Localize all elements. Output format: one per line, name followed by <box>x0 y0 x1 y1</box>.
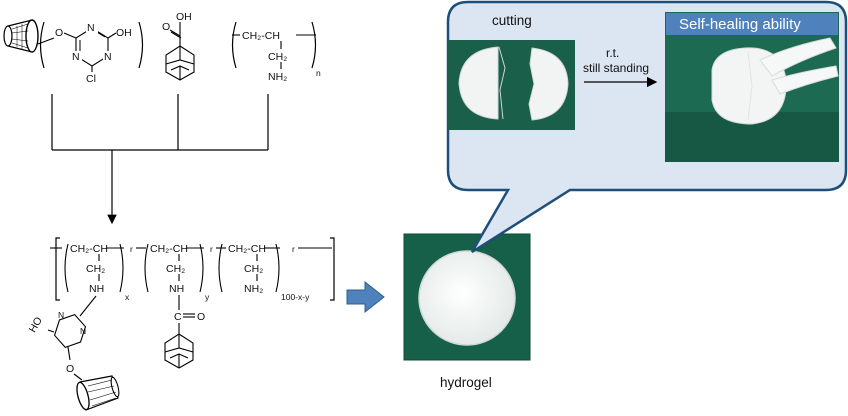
triazine-oh: OH <box>116 27 132 39</box>
pendant-ho: HO <box>27 315 45 335</box>
unit-z-r: r <box>292 244 295 254</box>
unit-y-sub: y <box>205 292 210 302</box>
unit-z-nh2: NH₂ <box>244 283 263 295</box>
arrow-bottom-label: still standing <box>583 61 649 75</box>
unit-y-ch2: CH₂ <box>166 263 185 275</box>
product-unit-free-amine: CH₂-CH CH₂ NH₂ 100-x-y r <box>218 243 332 302</box>
hydrogel-photo <box>403 233 531 361</box>
cyclodextrin-icon <box>76 375 120 411</box>
triazine-cl: Cl <box>86 73 96 85</box>
unit-x-ch2ch: CH₂-CH <box>70 243 108 255</box>
product-cd-triazine-pendant: N N HO O <box>27 295 120 411</box>
acid-o: O <box>162 21 170 33</box>
self-healing-label: Self-healing ability <box>679 16 801 33</box>
reactant-cd-triazine: O N N N OH Cl <box>3 19 144 85</box>
unit-y-r: r <box>210 244 213 254</box>
amide-o: O <box>197 311 205 323</box>
unit-x-r: r <box>130 244 133 254</box>
product-polymer: CH₂-CH CH₂ NH x r CH₂-CH CH₂ NH y r C <box>27 237 335 411</box>
unit-y-ch2ch: CH₂-CH <box>150 243 188 255</box>
hydrogel-label: hydrogel <box>440 375 492 390</box>
acid-oh: OH <box>176 11 192 23</box>
arrow-top-label: r.t. <box>606 46 619 60</box>
self-healing-badge <box>666 13 838 35</box>
product-unit-x: CH₂-CH CH₂ NH x r <box>64 243 146 302</box>
linker-o: O <box>55 27 63 39</box>
unit-z-ch2ch: CH₂-CH <box>228 243 266 255</box>
reactant-polyallylamine: CH₂-CH CH₂ NH₂ n <box>231 21 321 83</box>
cutting-label: cutting <box>492 13 532 28</box>
pendant-o: O <box>66 363 74 375</box>
reaction-connector <box>51 94 269 225</box>
ring-n-left: N <box>72 51 80 63</box>
adamantane-icon <box>165 45 195 81</box>
product-unit-y: CH₂-CH CH₂ NH y r C O <box>144 243 226 369</box>
unit-z-ch2: CH₂ <box>244 263 263 275</box>
side-ch2: CH₂ <box>268 51 287 63</box>
backbone-ch2ch: CH₂-CH <box>242 30 280 42</box>
ring-n-right: N <box>104 51 112 63</box>
amide-c: C <box>174 311 182 323</box>
unit-y-nh: NH <box>169 283 184 295</box>
ring-n-top: N <box>87 22 95 34</box>
unit-x-ch2: CH₂ <box>86 263 105 275</box>
side-nh2: NH₂ <box>268 71 287 83</box>
unit-x-nh: NH <box>89 283 104 295</box>
healed-gel-photo <box>665 12 839 162</box>
reactant-adamantane-acid: OH O <box>162 11 195 81</box>
block-arrow-icon <box>346 280 385 314</box>
unit-x-sub: x <box>125 292 130 302</box>
repeat-n: n <box>316 68 321 78</box>
unit-z-sub: 100-x-y <box>281 292 310 302</box>
pendant-n1: N <box>80 326 86 336</box>
cut-gel-photo <box>447 40 575 130</box>
cyclodextrin-icon <box>3 19 39 53</box>
pendant-n2: N <box>58 310 64 320</box>
adamantane-icon <box>164 333 194 369</box>
